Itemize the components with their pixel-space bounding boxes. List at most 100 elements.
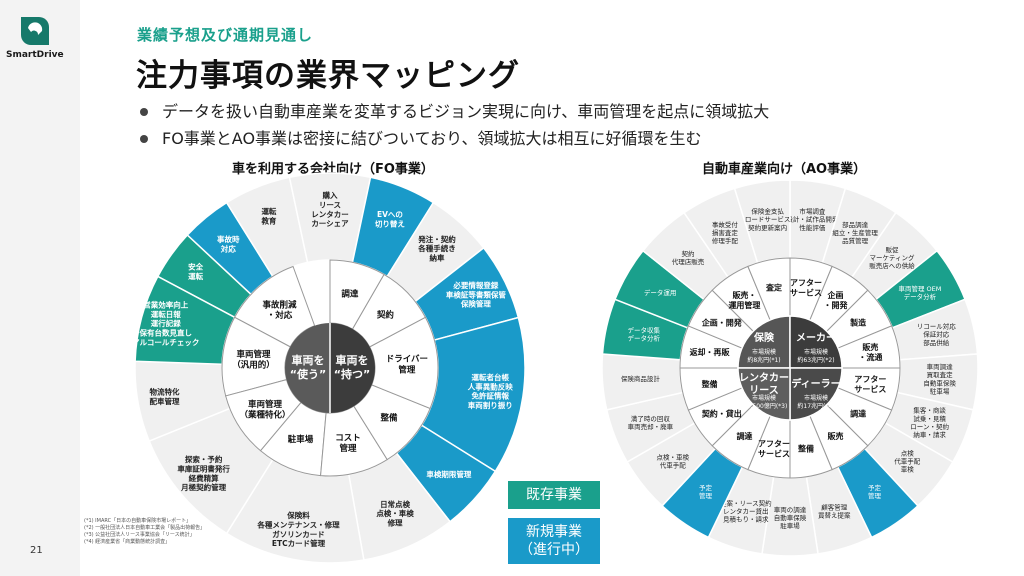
fo-outer-label-line: 保有台数見直し	[139, 328, 193, 338]
fo-middle-label-line: 契約	[376, 309, 395, 320]
ao-outer-label-line: ロードサービス	[745, 215, 791, 224]
fo-outer-label-line: リース	[319, 200, 341, 209]
ao-outer-label: 市場調査設計・試作品開発性能評価	[786, 207, 839, 232]
fo-outer-label-line: 修理	[387, 518, 403, 528]
ao-middle-label-line: 調達	[850, 408, 866, 418]
ao-middle-label-line: 返却・再販	[690, 347, 731, 357]
footnote: (*2) 一般社団法人日本自動車工業会「製品出荷報告」	[84, 525, 206, 531]
fo-outer-label: 車検期限管理	[426, 469, 471, 479]
ao-quadrant-sub: 市場規模	[752, 348, 776, 356]
ao-outer-label: 集客・商談試乗・見積ローン・契約納車・請求	[910, 406, 949, 439]
ao-outer-label-line: 契約更新案内	[748, 223, 787, 232]
ao-middle-label: アフターサービス	[790, 277, 822, 297]
ao-wheel-diagram: 市場調査設計・試作品開発性能評価部品調達組立・生産管理品質管理販促マーケティング…	[601, 179, 979, 557]
ao-middle-label: 契約・貸出	[701, 408, 742, 418]
ao-middle-label-line: 整備	[797, 443, 814, 453]
ao-quadrant-name: ディーラー	[791, 377, 840, 390]
ao-middle-label-line: 整備	[701, 378, 718, 388]
ao-outer-label-line: レンタカー貸出	[723, 506, 769, 515]
page-title: 注力事項の業界マッピング	[136, 58, 520, 94]
fo-outer-label-line: 配車管理	[150, 396, 180, 406]
ao-middle-label: 整備	[797, 443, 814, 453]
ao-middle-label-line: 企画・開発	[701, 317, 743, 327]
fo-outer-label-line: 運転	[188, 271, 203, 281]
bullet-text: データを扱い自動車産業を変革するビジョン実現に向け、車両管理を起点に領域拡大	[162, 102, 770, 121]
ao-outer-label-line: データ分析	[904, 292, 937, 301]
legend-existing: 既存事業	[508, 481, 600, 509]
bullet-text: FO事業とAO事業は密接に結びついており、領域拡大は相互に好循環を生む	[162, 129, 702, 148]
fo-outer-label: 購入リースレンタカーカーシェア	[311, 190, 349, 228]
ao-quadrant-name: メーカー	[796, 332, 836, 344]
ao-outer-label-line: 部品調達	[842, 220, 869, 229]
ao-outer-label: 保険金支払ロードサービス契約更新案内	[745, 207, 791, 232]
ao-outer-label-line: マーケティング	[870, 253, 915, 262]
fo-outer-label-line: ガソリンカード	[272, 529, 325, 539]
fo-outer-label-line: 営業効率向上	[143, 299, 188, 309]
footnote: (*3) 公益社団法人リース事業協会「リース統計」	[84, 532, 195, 538]
fo-outer-label-line: 人事異動反映	[468, 381, 513, 391]
ao-outer-label-line: 納車・請求	[913, 430, 946, 439]
ao-outer-label: 予定管理	[699, 483, 713, 500]
fo-middle-label: 車両管理（業種特化）	[240, 399, 291, 421]
ao-quadrant-name-line: リース	[749, 384, 779, 396]
fo-outer-label-line: 切り替え	[375, 218, 405, 228]
ao-outer-label-line: データ収集	[628, 326, 661, 335]
ao-outer-label-line: 提案・リース契約	[720, 498, 772, 507]
fo-outer-label-line: 納車	[430, 253, 445, 263]
ao-quadrant-value-line: 約17兆円(*4)	[797, 402, 834, 410]
fo-outer-label-line: 経費精算	[189, 473, 219, 483]
ao-section-title: 自動車産業向け（AO事業）	[702, 162, 867, 177]
bullet-item: FO事業とAO事業は密接に結びついており、領域拡大は相互に好循環を生む	[140, 125, 769, 152]
ao-middle-label-line: サービス	[790, 287, 822, 297]
brand-name: SmartDrive	[6, 50, 64, 60]
ao-middle-label: 調達	[736, 431, 752, 441]
ao-outer-label-line: 自動車保険	[923, 378, 956, 387]
ao-outer-label-line: 契約	[681, 249, 695, 258]
fo-middle-label-line: ドライバー	[386, 353, 428, 364]
ao-outer-label: リコール対応保証対応部品供給	[917, 322, 957, 347]
fo-outer-label-line: 必要情報登録	[452, 280, 498, 290]
ao-middle-label: 販売・流通	[858, 342, 882, 362]
ao-outer-label-line: 自動車保険	[774, 513, 807, 522]
ao-quadrant-name-line: メーカー	[796, 332, 836, 344]
ao-middle-label: 査定	[765, 282, 782, 292]
fo-outer-label: 日常点検点検・車検修理	[376, 499, 414, 528]
bullet-list: データを扱い自動車産業を変革するビジョン実現に向け、車両管理を起点に領域拡大 F…	[140, 98, 769, 152]
ao-outer-label-line: 車両管理 OEM	[898, 284, 941, 293]
ao-quadrant-name-line: ディーラー	[791, 377, 840, 390]
ao-middle-label: 整備	[701, 378, 718, 388]
ao-outer-label-line: 性能評価	[799, 223, 826, 232]
ao-middle-label: 企画・開発	[701, 317, 743, 327]
fo-outer-label: 物流特化配車管理	[150, 387, 180, 406]
fo-wheel-diagram: 安全運転事故時対応運転教育購入リースレンタカーカーシェアEVへの切り替え発注・契…	[132, 172, 526, 564]
fo-outer-label-line: 運転	[261, 206, 276, 216]
ao-middle-label-line: ・開発	[824, 299, 849, 309]
legend-new-line: 新規事業	[526, 524, 582, 540]
fo-center-left-label: 車両を“使う”	[290, 353, 326, 381]
ao-outer-label-line: 集客・商談	[913, 406, 946, 415]
ao-middle-label-line: 販売・	[732, 289, 756, 299]
fo-outer-label-line: EVへの	[377, 210, 403, 219]
footnote: (*1) IMARC「日本の自動車保険市場レポート」	[84, 518, 192, 524]
fo-outer-label-line: 保険管理	[460, 299, 491, 309]
ao-outer-label-line: ローン・契約	[910, 422, 949, 431]
ao-outer-label-line: 販売店への供給	[869, 261, 915, 270]
ao-middle-label: アフターサービス	[854, 374, 886, 394]
ao-quadrant-value-line: 約8兆円(*1)	[747, 356, 780, 364]
ao-middle-label-line: 査定	[765, 282, 782, 292]
fo-middle-label-line: コスト	[335, 433, 361, 443]
ao-outer-label: 車両の調達自動車保険駐車場	[774, 505, 807, 530]
fo-center-own	[330, 323, 375, 413]
fo-outer-label-line: 月極契約管理	[180, 482, 226, 492]
ao-outer-label-line: 保証対応	[923, 330, 950, 339]
fo-middle-label-line: 管理	[398, 364, 416, 375]
fo-outer-label-line: 各種手続き	[417, 243, 456, 253]
ao-outer-label: 販促マーケティング販売店への供給	[869, 245, 915, 270]
ao-outer-label: データ運用	[644, 288, 677, 297]
ao-quadrant-value-line: 約6,500億円(*3)	[741, 402, 788, 410]
ao-outer-label-line: データ分析	[628, 334, 661, 343]
ao-quadrant-value: 約17兆円(*4)	[797, 402, 834, 410]
ao-quadrant-sub: 市場規模	[804, 394, 828, 402]
fo-outer-label-line: 発注・契約	[417, 234, 456, 244]
